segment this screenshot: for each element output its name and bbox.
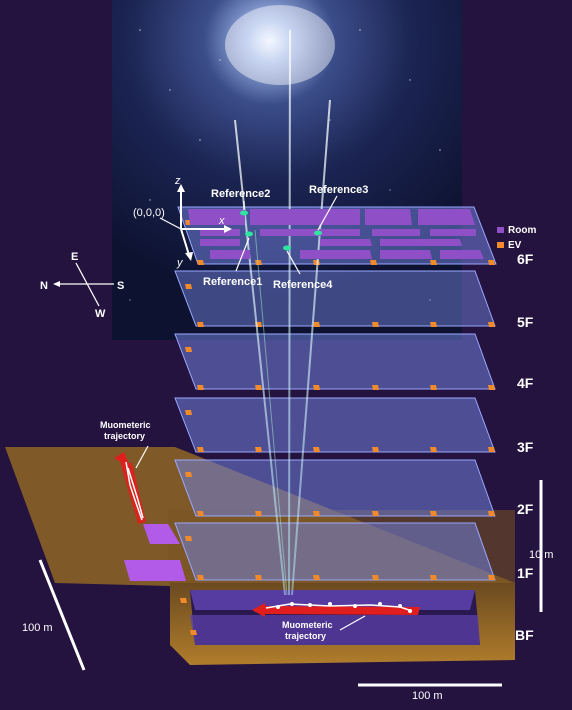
legend-room-label: Room <box>508 225 536 236</box>
trajectory-upper-label-2: trajectory <box>104 431 145 441</box>
reference-markers <box>240 210 322 251</box>
ev-marker <box>185 284 192 289</box>
ev-marker <box>197 385 204 390</box>
legend-room-swatch <box>497 227 504 233</box>
ev-marker <box>197 260 204 265</box>
bf-floor-lower <box>190 615 480 645</box>
ev-marker <box>255 575 262 580</box>
floor-label-2f: 2F <box>517 501 534 517</box>
ev-marker <box>488 260 495 265</box>
ev-marker <box>190 630 197 635</box>
floor-plate-1f <box>174 522 496 581</box>
ev-marker <box>255 385 262 390</box>
floor-label-1f: 1F <box>517 565 534 581</box>
ev-marker <box>488 511 495 516</box>
reference1-marker <box>245 231 253 237</box>
scale-horizontal-label: 100 m <box>412 690 443 702</box>
room-block-1 <box>143 524 180 544</box>
ev-marker <box>488 322 495 327</box>
trajectory-lower-label-1: Muometeric <box>282 620 333 630</box>
ev-marker <box>488 385 495 390</box>
trajectory-lower <box>252 602 420 631</box>
ev-marker <box>430 575 437 580</box>
ev-marker <box>255 260 262 265</box>
bf-floor-upper <box>190 590 475 610</box>
ev-marker <box>430 322 437 327</box>
trajectory-upper <box>114 445 149 524</box>
floor-label-3f: 3F <box>517 439 534 455</box>
ev-marker <box>197 447 204 452</box>
ev-marker <box>313 575 320 580</box>
floor-label-4f: 4F <box>517 375 534 391</box>
ev-marker <box>372 385 379 390</box>
legend-ev-label: EV <box>508 240 522 251</box>
ev-marker <box>180 598 187 603</box>
axis-z-label: z <box>174 175 181 187</box>
ev-marker <box>313 385 320 390</box>
ev-marker <box>185 347 192 352</box>
ev-marker <box>488 447 495 452</box>
ev-marker <box>313 511 320 516</box>
floor-label-bf: BF <box>515 627 534 643</box>
reference2-marker <box>240 210 248 216</box>
floor-label-5f: 5F <box>517 314 534 330</box>
floor-plates <box>174 206 497 635</box>
ev-marker <box>430 511 437 516</box>
floor-plate-2f <box>174 459 496 517</box>
ev-marker <box>313 447 320 452</box>
axis-y-label: y <box>176 257 184 269</box>
scale-vertical-label: 10 m <box>529 549 553 561</box>
ev-marker <box>430 385 437 390</box>
ev-marker <box>488 575 495 580</box>
compass-east: E <box>71 251 78 263</box>
ev-marker <box>197 511 204 516</box>
ev-marker <box>430 447 437 452</box>
reference3-marker <box>314 230 322 236</box>
reference1-label: Reference1 <box>203 276 262 288</box>
galaxy-core <box>225 5 335 85</box>
axes <box>177 184 232 261</box>
floor-plate-4f <box>174 333 496 390</box>
ev-marker <box>372 322 379 327</box>
legend-ev-swatch <box>497 242 504 248</box>
reference3-label: Reference3 <box>309 184 368 196</box>
ev-marker <box>370 260 377 265</box>
ev-marker <box>430 260 437 265</box>
floor-plate-3f <box>174 397 496 453</box>
floor-label-6f: 6F <box>517 251 534 267</box>
ev-marker <box>185 536 192 541</box>
room-block-2 <box>124 560 186 581</box>
ev-marker <box>197 322 204 327</box>
ev-marker <box>255 447 262 452</box>
stars <box>129 29 441 301</box>
ev-marker <box>255 511 262 516</box>
compass-south: S <box>117 280 124 292</box>
ev-marker <box>372 511 379 516</box>
rooms-6f <box>188 209 484 259</box>
reference2-label: Reference2 <box>211 188 270 200</box>
reference4-label: Reference4 <box>273 279 333 291</box>
scale-diagonal-label: 100 m <box>22 622 53 634</box>
ev-marker <box>372 447 379 452</box>
ev-marker <box>313 322 320 327</box>
axis-x-label: x <box>218 215 225 227</box>
muon-beams <box>234 29 331 596</box>
reference4-marker <box>283 245 291 251</box>
ev-marker <box>372 575 379 580</box>
compass-north: N <box>40 280 48 292</box>
origin-label: (0,0,0) <box>133 207 165 219</box>
compass <box>53 262 114 307</box>
scale-diagonal <box>38 559 86 671</box>
trajectory-upper-label-1: Muometeric <box>100 420 151 430</box>
ev-marker <box>185 410 192 415</box>
trajectory-lower-label-2: trajectory <box>285 631 326 641</box>
ev-marker <box>185 472 192 477</box>
ev-marker <box>197 575 204 580</box>
compass-west: W <box>95 308 106 320</box>
scale-bars <box>38 480 543 687</box>
reference-pointers <box>159 195 338 275</box>
